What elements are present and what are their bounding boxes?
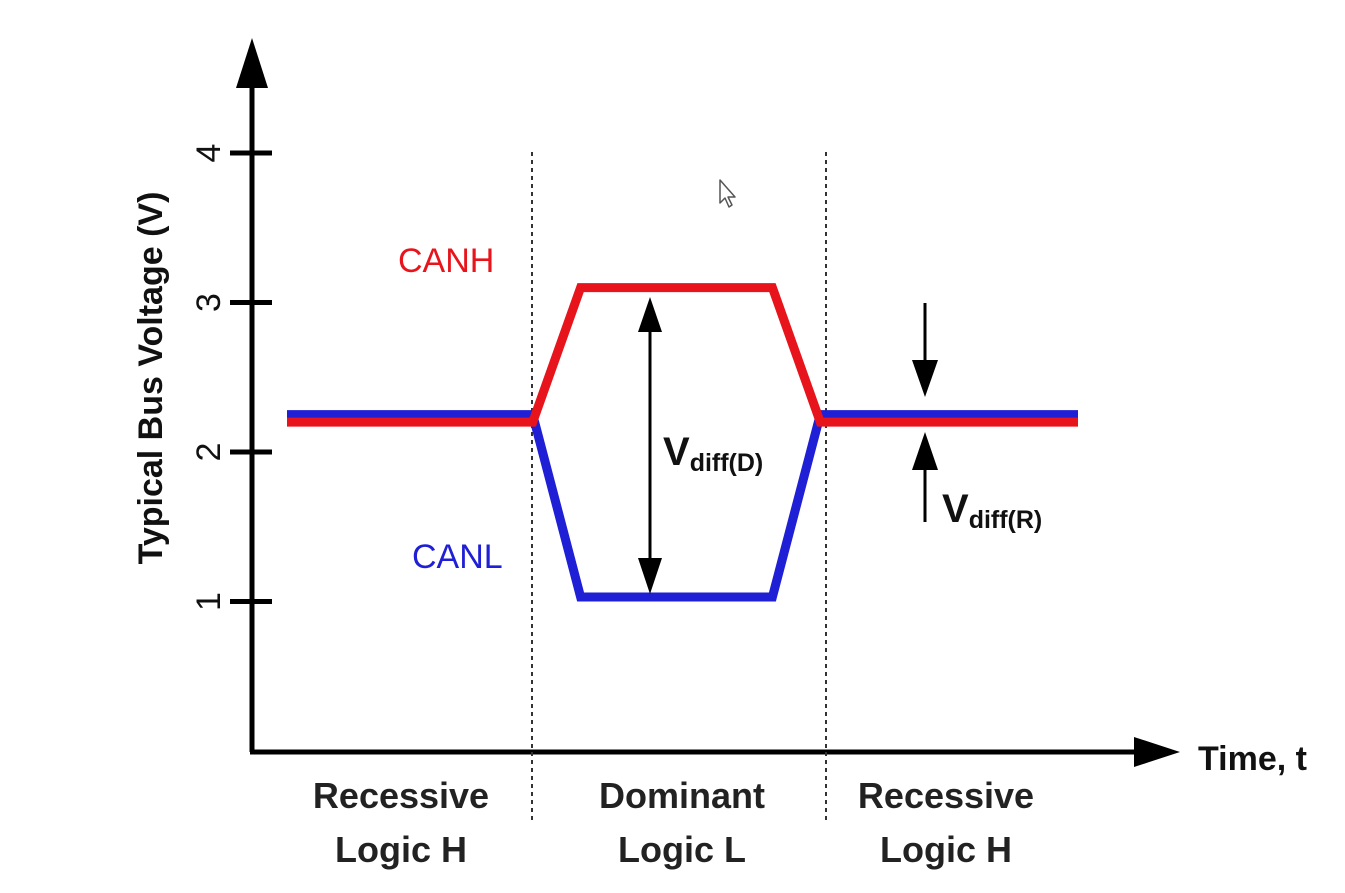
vdiff-dominant-main: V [663,430,690,474]
y-axis-ticks: 1 2 3 4 [190,144,272,611]
x-axis-arrow-icon [1134,737,1180,767]
canh-label: CANH [398,242,494,280]
vdiff-recessive-sub: diff(R) [969,506,1043,534]
vdiff-recessive-label: Vdiff(R) [942,487,1042,534]
region-3-line1: Recessive [858,775,1034,816]
canl-series-line [287,410,1078,602]
vdiff-dominant-label: Vdiff(D) [663,430,763,477]
vdiff-dominant-down-arrow-icon [638,558,662,594]
region-1-line1: Recessive [313,775,489,816]
vdiff-dominant-up-arrow-icon [638,297,662,332]
y-axis-arrow-icon [236,38,268,88]
y-tick-label-4: 4 [190,144,228,163]
canl-label: CANL [412,538,503,576]
vdiff-recessive-up-arrow-icon [912,432,938,470]
y-axis-title: Typical Bus Voltage (V) [132,192,170,565]
region-2-line2: Logic L [618,829,746,870]
vdiff-recessive-down-arrow-icon [912,360,938,397]
vdiff-recessive-main: V [942,487,969,531]
vdiff-dominant-sub: diff(D) [690,449,764,477]
mouse-cursor-icon [719,179,736,208]
canh-series-line [287,283,1078,427]
y-tick-label-1: 1 [190,592,228,611]
region-3-line2: Logic H [880,829,1012,870]
x-axis-title: Time, t [1198,740,1307,778]
region-1-line2: Logic H [335,829,467,870]
y-tick-label-3: 3 [190,293,228,312]
y-tick-label-2: 2 [190,443,228,462]
region-2-line1: Dominant [599,775,765,816]
